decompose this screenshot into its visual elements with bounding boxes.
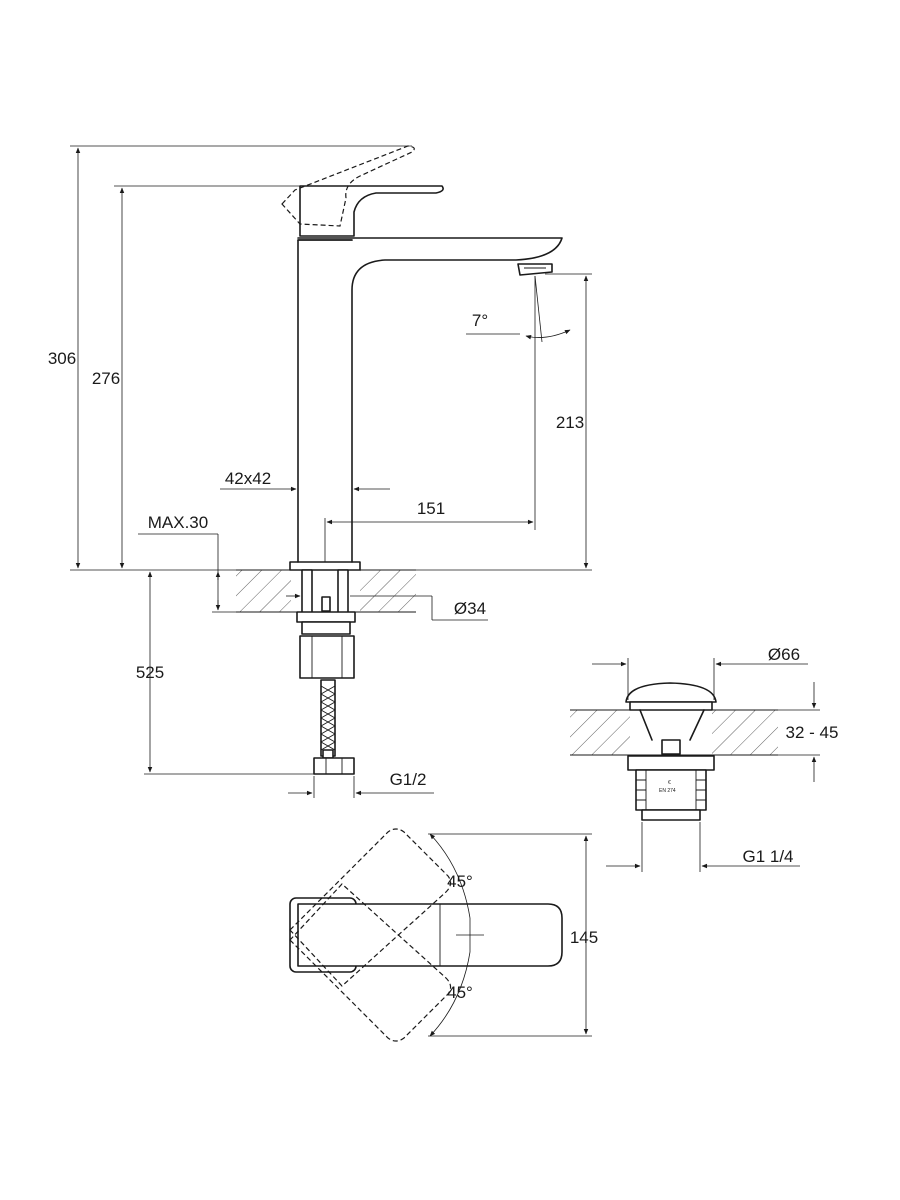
dim-label-g12: G1/2: [390, 770, 427, 789]
lever-handle: [299, 185, 444, 237]
waste-flange: [629, 701, 713, 711]
waste-drain-view: € EN 274: [570, 682, 778, 821]
dim-label-525: 525: [136, 663, 164, 682]
dim-label-45-up: 45°: [447, 872, 473, 891]
dim-label-7deg: 7°: [472, 311, 488, 330]
mounting-washer: [296, 611, 356, 623]
basin-section-left: [570, 710, 630, 755]
hose-ferrule: [322, 749, 334, 759]
waste-nut: [627, 755, 715, 771]
braided-hose: [320, 679, 336, 757]
dim-label-276: 276: [92, 369, 120, 388]
dim-label-32-45: 32 - 45: [786, 723, 839, 742]
waste-spring: [661, 739, 681, 755]
deck-section-right: [360, 570, 416, 612]
threaded-rod-right: [337, 569, 349, 617]
faucet-dimensions: [70, 145, 592, 798]
waste-tail: [641, 809, 701, 821]
dim-label-306: 306: [48, 349, 76, 368]
waste-cap: [625, 682, 717, 703]
waste-dimensions: [592, 658, 820, 872]
dim-label-45-down: 45°: [447, 983, 473, 1002]
dim-label-cap-diameter: Ø66: [768, 645, 800, 664]
handle-top-rotated-up: [289, 828, 452, 987]
lever-handle-raised: [281, 145, 415, 227]
lever-top-view: [289, 828, 563, 1042]
dim-label-hole-diameter: Ø34: [454, 599, 486, 618]
faucet-base: [289, 561, 361, 571]
dim-label-151: 151: [417, 499, 445, 518]
handle-top-rotated-down: [289, 883, 452, 1042]
aerator: [517, 263, 553, 276]
waste-stamp-standard: EN 274: [659, 788, 676, 794]
dim-label-max30: MAX.30: [148, 513, 208, 532]
threaded-rod-left: [301, 569, 313, 617]
dim-label-42x42: 42x42: [225, 469, 271, 488]
deck-section-left: [236, 570, 291, 612]
hex-nut: [299, 635, 355, 679]
dim-label-213: 213: [556, 413, 584, 432]
mounting-nut: [301, 621, 351, 635]
hose-connector-nut: [313, 757, 355, 775]
dim-label-145: 145: [570, 928, 598, 947]
basin-section-right: [712, 710, 778, 755]
mounting-stud: [321, 596, 331, 612]
lever-top-dimensions: [428, 833, 592, 1037]
waste-stamp-mark: €: [668, 780, 671, 786]
faucet-side-view: [236, 145, 563, 775]
handle-top-straight: [297, 903, 563, 967]
dim-label-g114: G1 1/4: [742, 847, 793, 866]
